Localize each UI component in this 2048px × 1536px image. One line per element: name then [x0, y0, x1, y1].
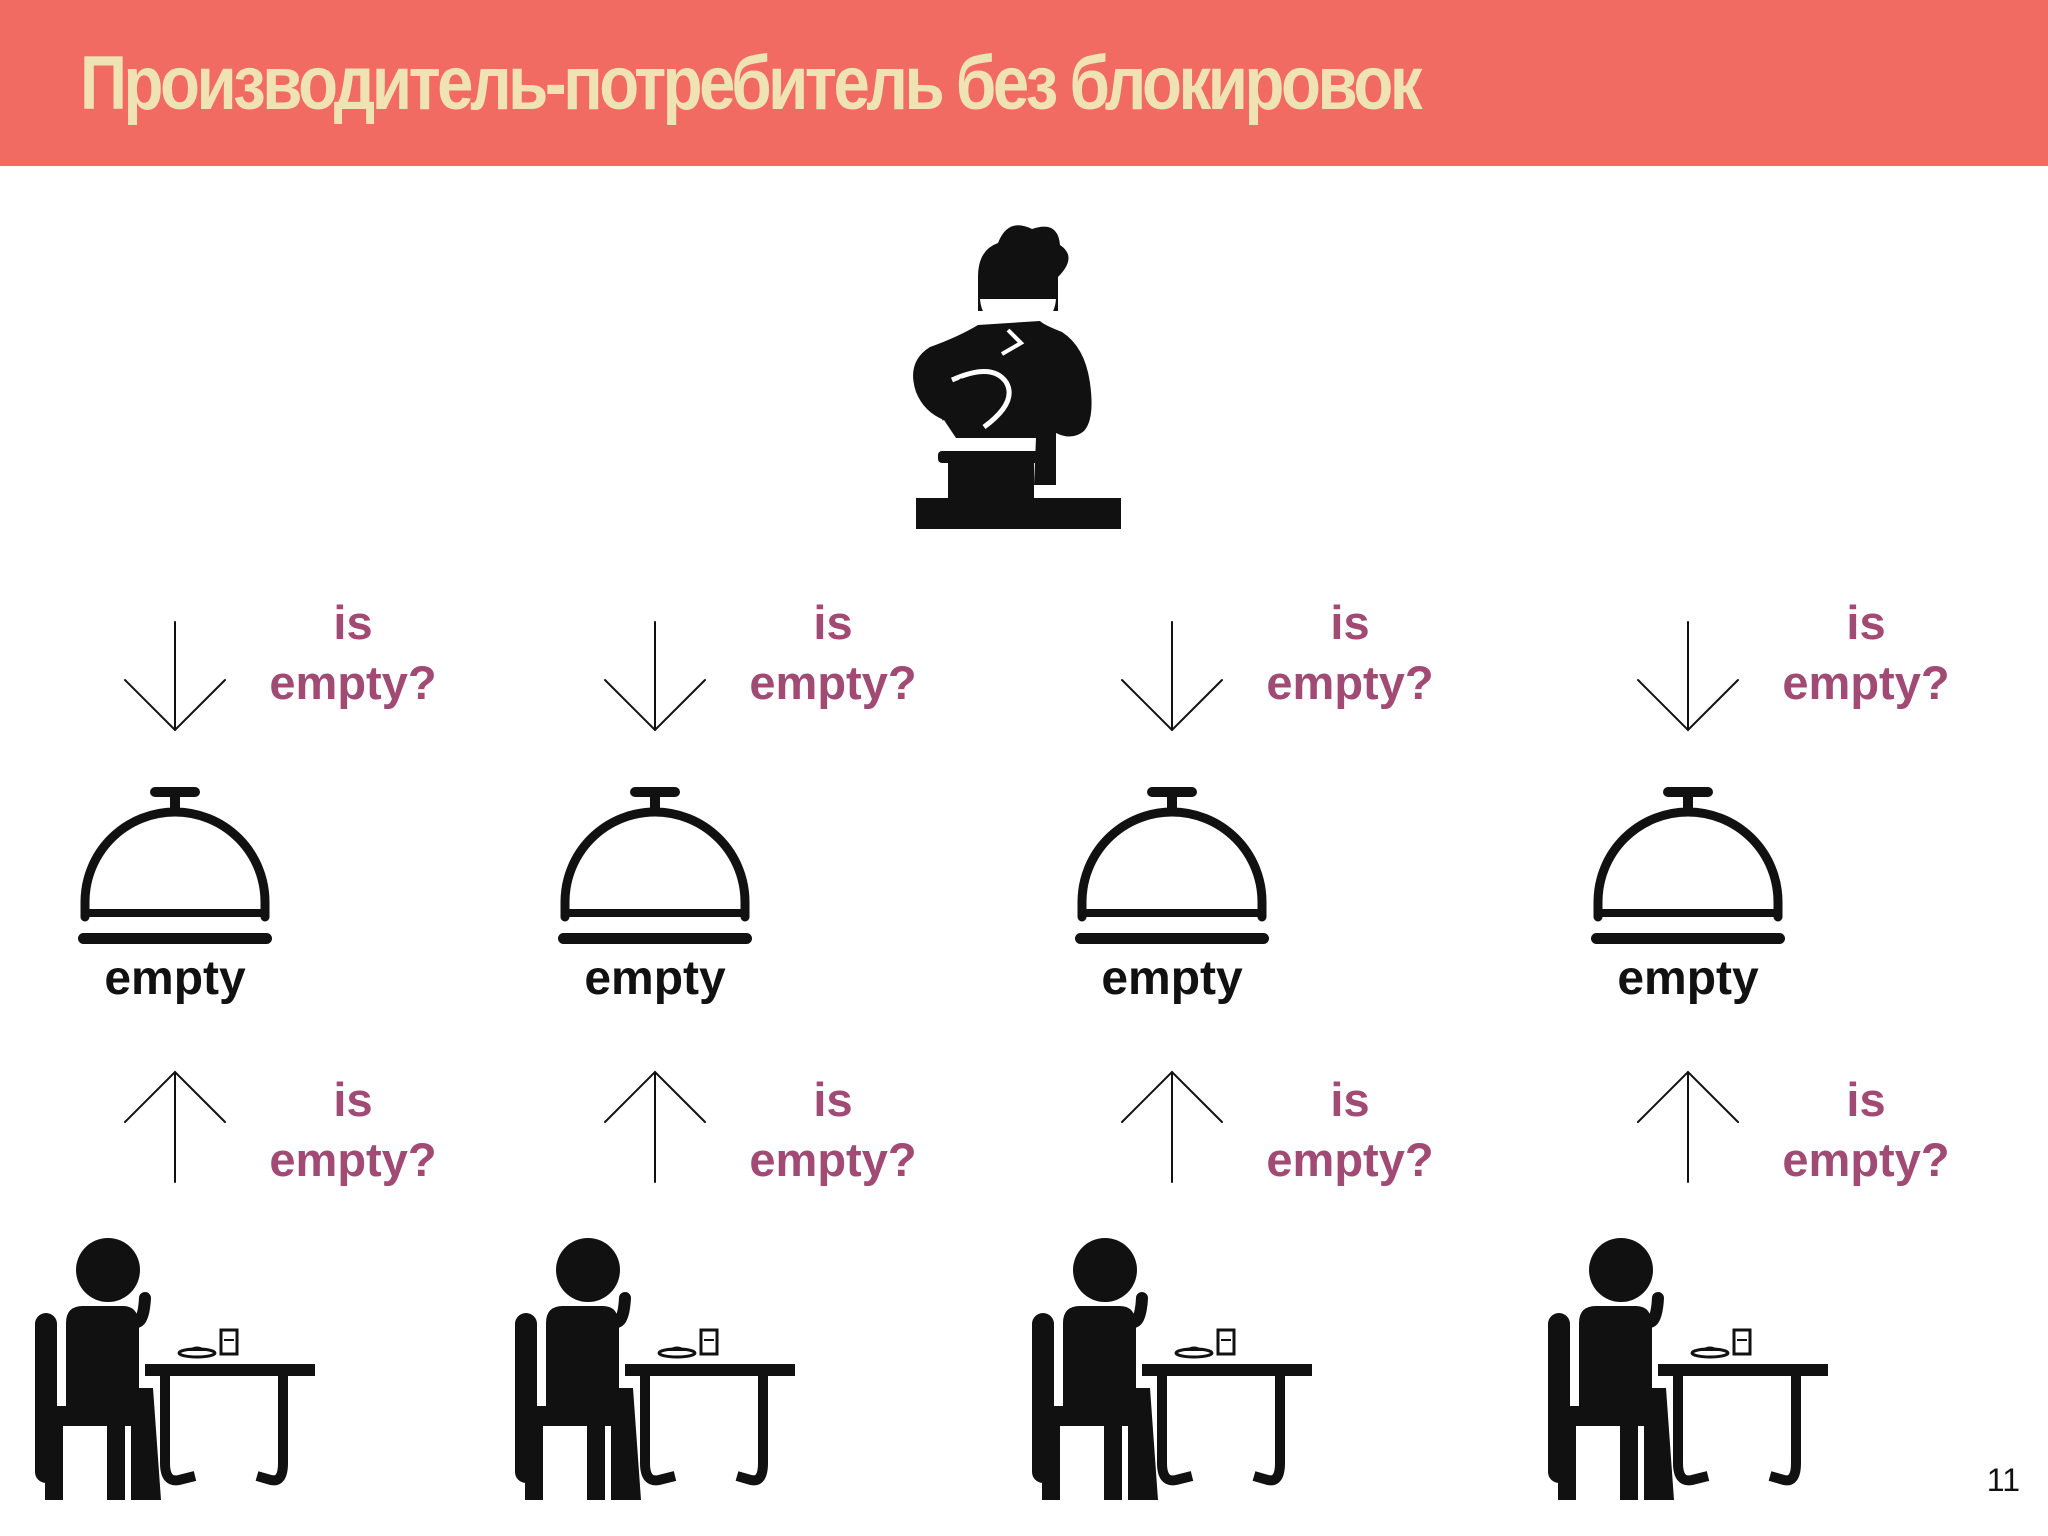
consumer-question-line-2: empty? — [1782, 1133, 1950, 1186]
consumer-question-line-1: is — [333, 1073, 373, 1126]
food-cloche-icon — [1591, 787, 1785, 944]
consumer-question-line-1: is — [813, 1073, 853, 1126]
consumer-question-line-2: empty? — [749, 1133, 917, 1186]
producer-question-line-1: is — [1330, 596, 1370, 649]
arrow-up-icon — [1637, 1070, 1739, 1183]
consumer-question-line-2: empty? — [269, 1133, 437, 1186]
arrow-down-icon — [604, 621, 706, 732]
consumer-question-line-1: is — [1846, 1073, 1886, 1126]
consumer-question-line-2: empty? — [1266, 1133, 1434, 1186]
diner-at-table-icon — [1548, 1238, 1828, 1500]
arrow-up-icon — [1121, 1070, 1223, 1183]
producer-question-line-1: is — [1846, 596, 1886, 649]
food-cloche-icon — [558, 787, 752, 944]
plate-state-label: empty — [104, 952, 246, 1005]
arrow-down-icon — [1121, 621, 1223, 732]
producer-question-line-1: is — [813, 596, 853, 649]
food-cloche-icon — [1075, 787, 1269, 944]
plate-state-label: empty — [1617, 952, 1759, 1005]
producer-question-line-2: empty? — [1782, 656, 1950, 709]
diner-at-table-icon — [35, 1238, 315, 1500]
slide-title: Производитель-потребитель без блокировок — [80, 41, 1423, 126]
arrow-down-icon — [1637, 621, 1739, 732]
arrow-down-icon — [124, 621, 226, 732]
arrow-up-icon — [124, 1070, 226, 1183]
producer-question-line-2: empty? — [1266, 656, 1434, 709]
diner-at-table-icon — [1032, 1238, 1312, 1500]
chef-cooking-icon — [913, 225, 1121, 529]
producer-question-line-2: empty? — [749, 656, 917, 709]
diner-at-table-icon — [515, 1238, 795, 1500]
plate-state-label: empty — [584, 952, 726, 1005]
producer-question-line-2: empty? — [269, 656, 437, 709]
page-number: 11 — [1986, 1462, 2020, 1498]
producer-question-line-1: is — [333, 596, 373, 649]
plate-state-label: empty — [1101, 952, 1243, 1005]
consumer-question-line-1: is — [1330, 1073, 1370, 1126]
arrow-up-icon — [604, 1070, 706, 1183]
title-bar: Производитель-потребитель без блокировок — [0, 0, 2048, 166]
food-cloche-icon — [78, 787, 272, 944]
